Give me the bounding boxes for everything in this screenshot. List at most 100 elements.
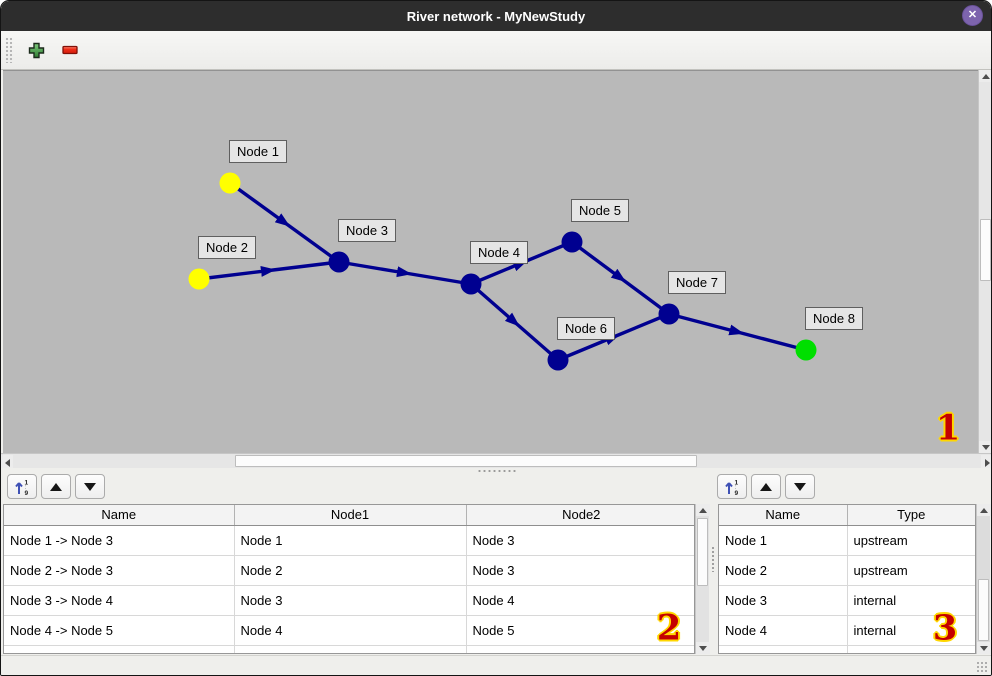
nodes-table-header-row: Name Type	[719, 505, 975, 526]
vertical-scroll-thumb[interactable]	[980, 219, 991, 281]
table-cell[interactable]: Node 2	[719, 555, 848, 586]
move-down-button[interactable]	[785, 474, 815, 499]
table-row-empty[interactable]	[4, 645, 694, 653]
scroll-down-button[interactable]	[979, 441, 991, 453]
table-cell[interactable]: upstream	[847, 525, 975, 556]
scroll-up-button[interactable]	[696, 504, 710, 516]
table-cell[interactable]: Node 3 -> Node 4	[4, 585, 235, 616]
table-cell[interactable]: Node 1	[719, 525, 848, 556]
table-cell[interactable]: internal	[847, 615, 975, 646]
table-cell[interactable]: upstream	[847, 555, 975, 586]
node-7[interactable]	[658, 303, 680, 325]
up-triangle-icon	[760, 482, 772, 491]
scroll-left-button[interactable]	[1, 455, 13, 470]
sort-ascending-icon: 1 : 9	[15, 479, 29, 496]
column-header-name[interactable]: Name	[719, 505, 848, 526]
column-header-node1[interactable]: Node1	[234, 505, 467, 526]
table-cell[interactable]: Node 2 -> Node 3	[4, 555, 235, 586]
node-3[interactable]	[328, 251, 350, 273]
svg-text::: :	[25, 484, 26, 490]
scroll-down-button[interactable]	[696, 642, 710, 654]
node-3-label: Node 3	[338, 219, 396, 242]
table-cell[interactable]: Node 4	[234, 615, 467, 646]
sort-button[interactable]: 1 : 9	[7, 474, 37, 499]
remove-node-button[interactable]	[56, 36, 84, 64]
edge-node-1-to-node-3[interactable]	[229, 181, 340, 264]
table-cell[interactable]: internal	[847, 585, 975, 616]
table-cell[interactable]: Node 3	[234, 585, 467, 616]
node-2-label: Node 2	[198, 236, 256, 259]
table-cell[interactable]: Node 4	[719, 615, 848, 646]
move-down-button[interactable]	[75, 474, 105, 499]
close-button[interactable]: ✕	[962, 5, 983, 26]
titlebar[interactable]: River network - MyNewStudy ✕	[1, 1, 991, 31]
move-up-button[interactable]	[41, 474, 71, 499]
table-cell[interactable]	[847, 645, 975, 653]
pane-splitter-handle[interactable]	[477, 469, 517, 473]
add-node-button[interactable]	[22, 36, 50, 64]
scroll-up-button[interactable]	[979, 70, 991, 82]
table-cell[interactable]: Node 5	[466, 615, 694, 646]
table-cell[interactable]	[4, 645, 235, 653]
node-6[interactable]	[547, 349, 569, 371]
edge-node-2-to-node-3[interactable]	[198, 260, 340, 281]
nodes-table-scrollbar[interactable]	[976, 504, 991, 654]
edge-node-4-to-node-6[interactable]	[469, 282, 560, 362]
column-header-node2[interactable]: Node2	[466, 505, 694, 526]
table-cell[interactable]: Node 3	[466, 525, 694, 556]
node-1[interactable]	[219, 172, 241, 194]
table-cell[interactable]	[466, 645, 694, 653]
canvas-vertical-scrollbar[interactable]	[978, 70, 991, 453]
bottom-panel: 1 : 9 1 : 9	[1, 468, 991, 655]
toolbar-drag-handle-icon[interactable]	[5, 37, 14, 63]
edge-node-3-to-node-4[interactable]	[338, 260, 472, 286]
table-cell[interactable]: Node 2	[234, 555, 467, 586]
down-triangle-icon	[84, 482, 96, 491]
node-4[interactable]	[460, 273, 482, 295]
edges-table-scrollbar[interactable]	[695, 504, 710, 654]
scroll-up-button[interactable]	[977, 504, 991, 516]
table-cell[interactable]: Node 4	[466, 585, 694, 616]
column-header-type[interactable]: Type	[847, 505, 975, 526]
svg-text:9: 9	[25, 490, 29, 496]
table-cell[interactable]: Node 1	[234, 525, 467, 556]
scroll-right-button[interactable]	[981, 455, 991, 470]
table-cell[interactable]: Node 4 -> Node 5	[4, 615, 235, 646]
add-icon	[28, 42, 44, 58]
column-header-name[interactable]: Name	[4, 505, 235, 526]
toolbar	[1, 31, 991, 70]
table-splitter-handle[interactable]	[711, 546, 716, 572]
vertical-scroll-thumb[interactable]	[697, 518, 708, 586]
table-cell[interactable]: Node 1 -> Node 3	[4, 525, 235, 556]
table-row-empty[interactable]	[719, 645, 975, 653]
table-cell[interactable]	[719, 645, 848, 653]
up-triangle-icon	[50, 482, 62, 491]
node-5[interactable]	[561, 231, 583, 253]
node-8[interactable]	[795, 339, 817, 361]
edge-node-5-to-node-7[interactable]	[570, 240, 671, 316]
canvas-horizontal-scrollbar[interactable]	[1, 453, 991, 470]
edges-table-header-row: Name Node1 Node2	[4, 505, 694, 526]
horizontal-scroll-thumb[interactable]	[235, 455, 697, 467]
scroll-down-button[interactable]	[977, 642, 991, 654]
arrow-right-icon	[984, 458, 990, 467]
move-up-button[interactable]	[751, 474, 781, 499]
sort-button[interactable]: 1 : 9	[717, 474, 747, 499]
vertical-scroll-thumb[interactable]	[978, 579, 989, 641]
table-cell[interactable]: Node 3	[719, 585, 848, 616]
table-cell[interactable]: Node 3	[466, 555, 694, 586]
node-2[interactable]	[188, 268, 210, 290]
edge-node-7-to-node-8[interactable]	[668, 312, 807, 352]
table-cell[interactable]	[234, 645, 467, 653]
resize-grip-icon[interactable]	[976, 661, 988, 673]
